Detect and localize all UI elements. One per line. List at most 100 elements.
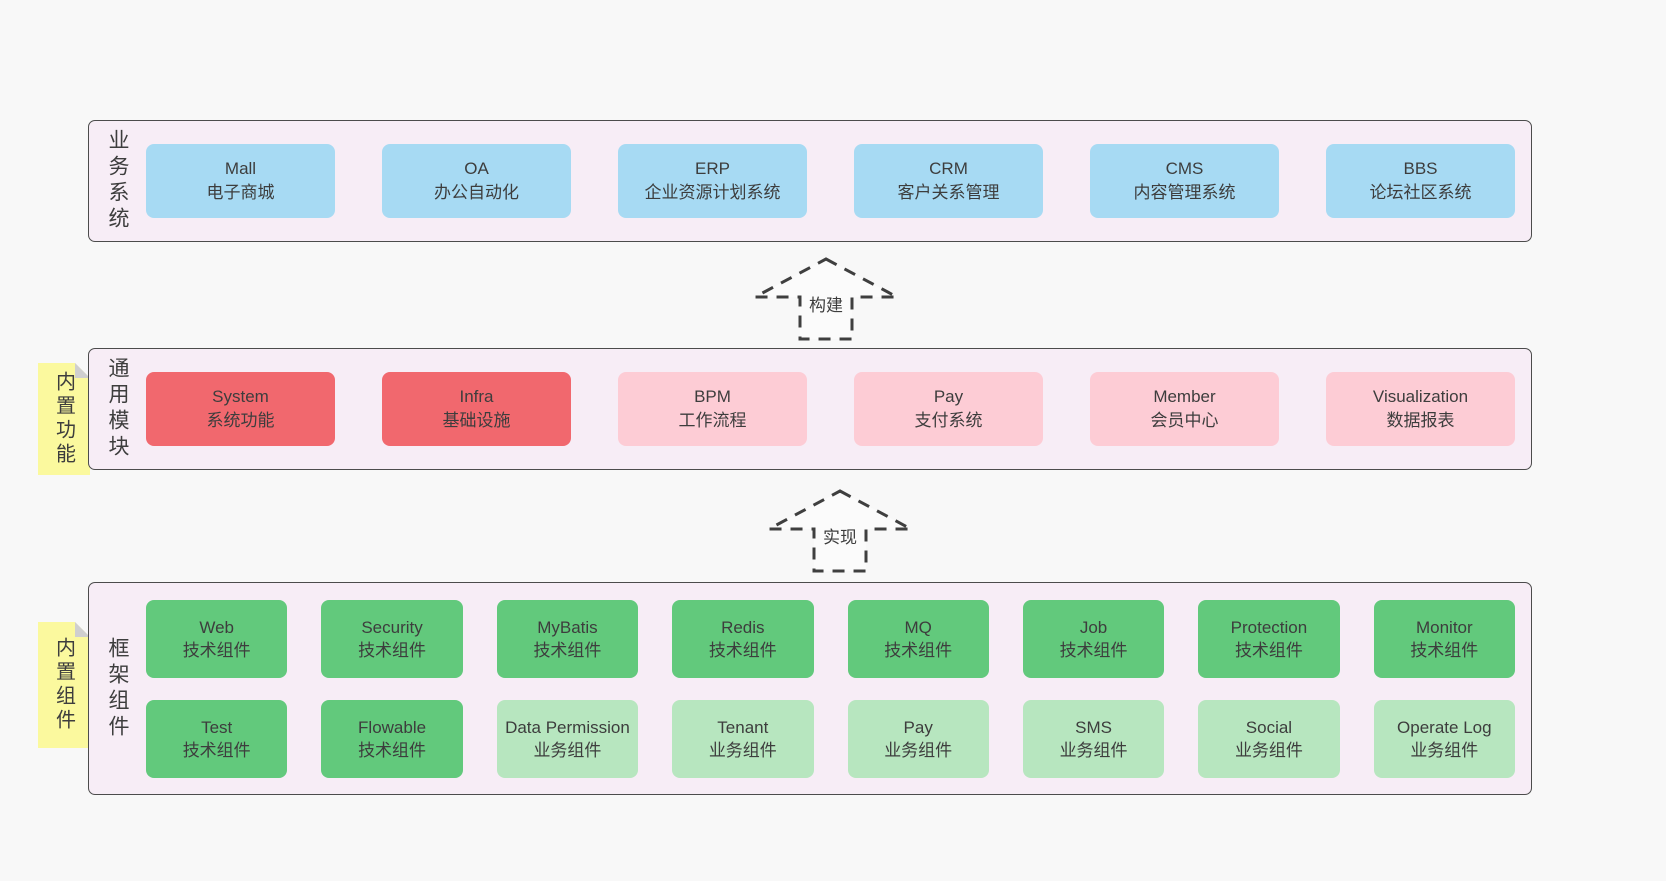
biz-box-erp: ERP 企业资源计划系统 [618,144,807,218]
component-box-tenant: Tenant 业务组件 [672,699,814,778]
box-subtitle: 技术组件 [182,640,251,660]
component-row-1: Web 技术组件 Security 技术组件 MyBatis 技术组件 Redi… [146,599,1515,678]
component-box-data-permission: Data Permission 业务组件 [496,699,639,778]
component-box-sms: SMS 业务组件 [1022,699,1165,778]
component-box-flowable: Flowable 技术组件 [321,699,463,778]
box-title: Protection [1230,617,1308,637]
biz-box-cms: CMS 内容管理系统 [1090,144,1279,218]
component-box-monitor: Monitor 技术组件 [1373,599,1515,678]
component-box-operate-log: Operate Log 业务组件 [1373,699,1515,778]
box-title: MQ [904,617,932,637]
box-subtitle: 电子商城 [206,183,275,202]
band-components-label: 框架组件 [106,636,129,741]
box-subtitle: 业务组件 [1234,740,1303,760]
biz-box-oa: OA 办公自动化 [382,144,571,218]
sticky-built-in-features-label: 内置功能 [52,371,75,467]
box-subtitle: 技术组件 [358,740,427,760]
box-title: CMS [1165,159,1204,178]
box-title: Tenant [717,717,769,737]
box-subtitle: 业务组件 [708,740,777,760]
box-title: Operate Log [1397,717,1492,737]
component-box-social: Social 业务组件 [1198,699,1340,778]
box-title: Infra [459,387,494,406]
business-box-row: Mall 电子商城 OA 办公自动化 ERP 企业资源计划系统 CRM 客户关系… [146,121,1515,241]
box-subtitle: 技术组件 [1234,640,1303,660]
module-box-infra: Infra 基础设施 [382,372,571,446]
module-box-visualization: Visualization 数据报表 [1326,372,1515,446]
arrow-implement-label: 实现 [820,523,860,548]
box-subtitle: 企业资源计划系统 [644,183,781,202]
up-arrow-implement-icon: 实现 [765,487,915,575]
biz-box-mall: Mall 电子商城 [146,144,335,218]
biz-box-bbs: BBS 论坛社区系统 [1326,144,1515,218]
box-subtitle: 基础设施 [442,411,511,430]
box-title: BBS [1403,159,1438,178]
component-box-security: Security 技术组件 [321,599,463,678]
box-title: SMS [1075,717,1112,737]
band-framework-components: 框架组件 Web 技术组件 Security 技术组件 MyBatis 技术组件… [88,582,1532,795]
box-title: Visualization [1372,387,1469,406]
biz-box-crm: CRM 客户关系管理 [854,144,1043,218]
box-subtitle: 论坛社区系统 [1369,183,1472,202]
box-subtitle: 技术组件 [1410,640,1479,660]
component-box-mybatis: MyBatis 技术组件 [496,599,639,678]
box-subtitle: 系统功能 [206,411,275,430]
component-box-protection: Protection 技术组件 [1198,599,1340,678]
module-box-system: System 系统功能 [146,372,335,446]
box-subtitle: 会员中心 [1150,411,1219,430]
box-title: BPM [694,387,731,406]
box-subtitle: 技术组件 [884,640,953,660]
box-title: Test [201,717,233,737]
component-box-mq: MQ 技术组件 [847,599,989,678]
box-subtitle: 数据报表 [1386,411,1455,430]
box-title: Web [199,617,235,637]
box-title: CRM [929,159,968,178]
box-title: OA [464,159,489,178]
module-box-member: Member 会员中心 [1090,372,1279,446]
component-row-2: Test 技术组件 Flowable 技术组件 Data Permission … [146,699,1515,778]
box-title: Job [1079,617,1108,637]
box-subtitle: 内容管理系统 [1133,183,1236,202]
box-subtitle: 技术组件 [1059,640,1128,660]
module-box-bpm: BPM 工作流程 [618,372,807,446]
component-rows: Web 技术组件 Security 技术组件 MyBatis 技术组件 Redi… [146,583,1515,794]
box-title: Member [1153,387,1216,406]
box-subtitle: 技术组件 [358,640,427,660]
component-box-pay: Pay 业务组件 [847,699,989,778]
box-title: Monitor [1415,617,1473,637]
box-title: ERP [695,159,730,178]
box-title: Flowable [358,717,427,737]
box-title: Security [361,617,423,637]
band-business-systems: 业务系统 Mall 电子商城 OA 办公自动化 ERP 企业资源计划系统 CRM… [88,120,1532,242]
box-subtitle: 业务组件 [533,740,602,760]
box-title: Data Permission [505,717,630,737]
band-common-modules: 通用模块 System 系统功能 Infra 基础设施 BPM 工作流程 Pay… [88,348,1532,470]
box-title: Pay [933,387,964,406]
box-subtitle: 业务组件 [1410,740,1479,760]
box-subtitle: 业务组件 [1059,740,1128,760]
box-subtitle: 业务组件 [884,740,953,760]
up-arrow-build-icon: 构建 [751,255,901,343]
component-box-test: Test 技术组件 [146,699,288,778]
component-box-job: Job 技术组件 [1022,599,1165,678]
box-subtitle: 技术组件 [708,640,777,660]
box-subtitle: 技术组件 [182,740,251,760]
box-subtitle: 技术组件 [533,640,602,660]
box-title: System [212,387,269,406]
arrow-build-label: 构建 [806,291,846,316]
box-subtitle: 工作流程 [678,411,747,430]
band-modules-label: 通用模块 [106,357,129,461]
box-title: Social [1245,717,1293,737]
box-subtitle: 客户关系管理 [897,183,1000,202]
sticky-built-in-components: 内置组件 [38,622,90,748]
box-subtitle: 办公自动化 [434,183,519,202]
box-title: Redis [721,617,765,637]
component-box-redis: Redis 技术组件 [672,599,814,678]
sticky-built-in-components-label: 内置组件 [52,637,75,733]
component-box-web: Web 技术组件 [146,599,288,678]
module-box-pay: Pay 支付系统 [854,372,1043,446]
module-box-row: System 系统功能 Infra 基础设施 BPM 工作流程 Pay 支付系统… [146,349,1515,469]
box-subtitle: 支付系统 [914,411,983,430]
sticky-built-in-features: 内置功能 [38,363,90,475]
